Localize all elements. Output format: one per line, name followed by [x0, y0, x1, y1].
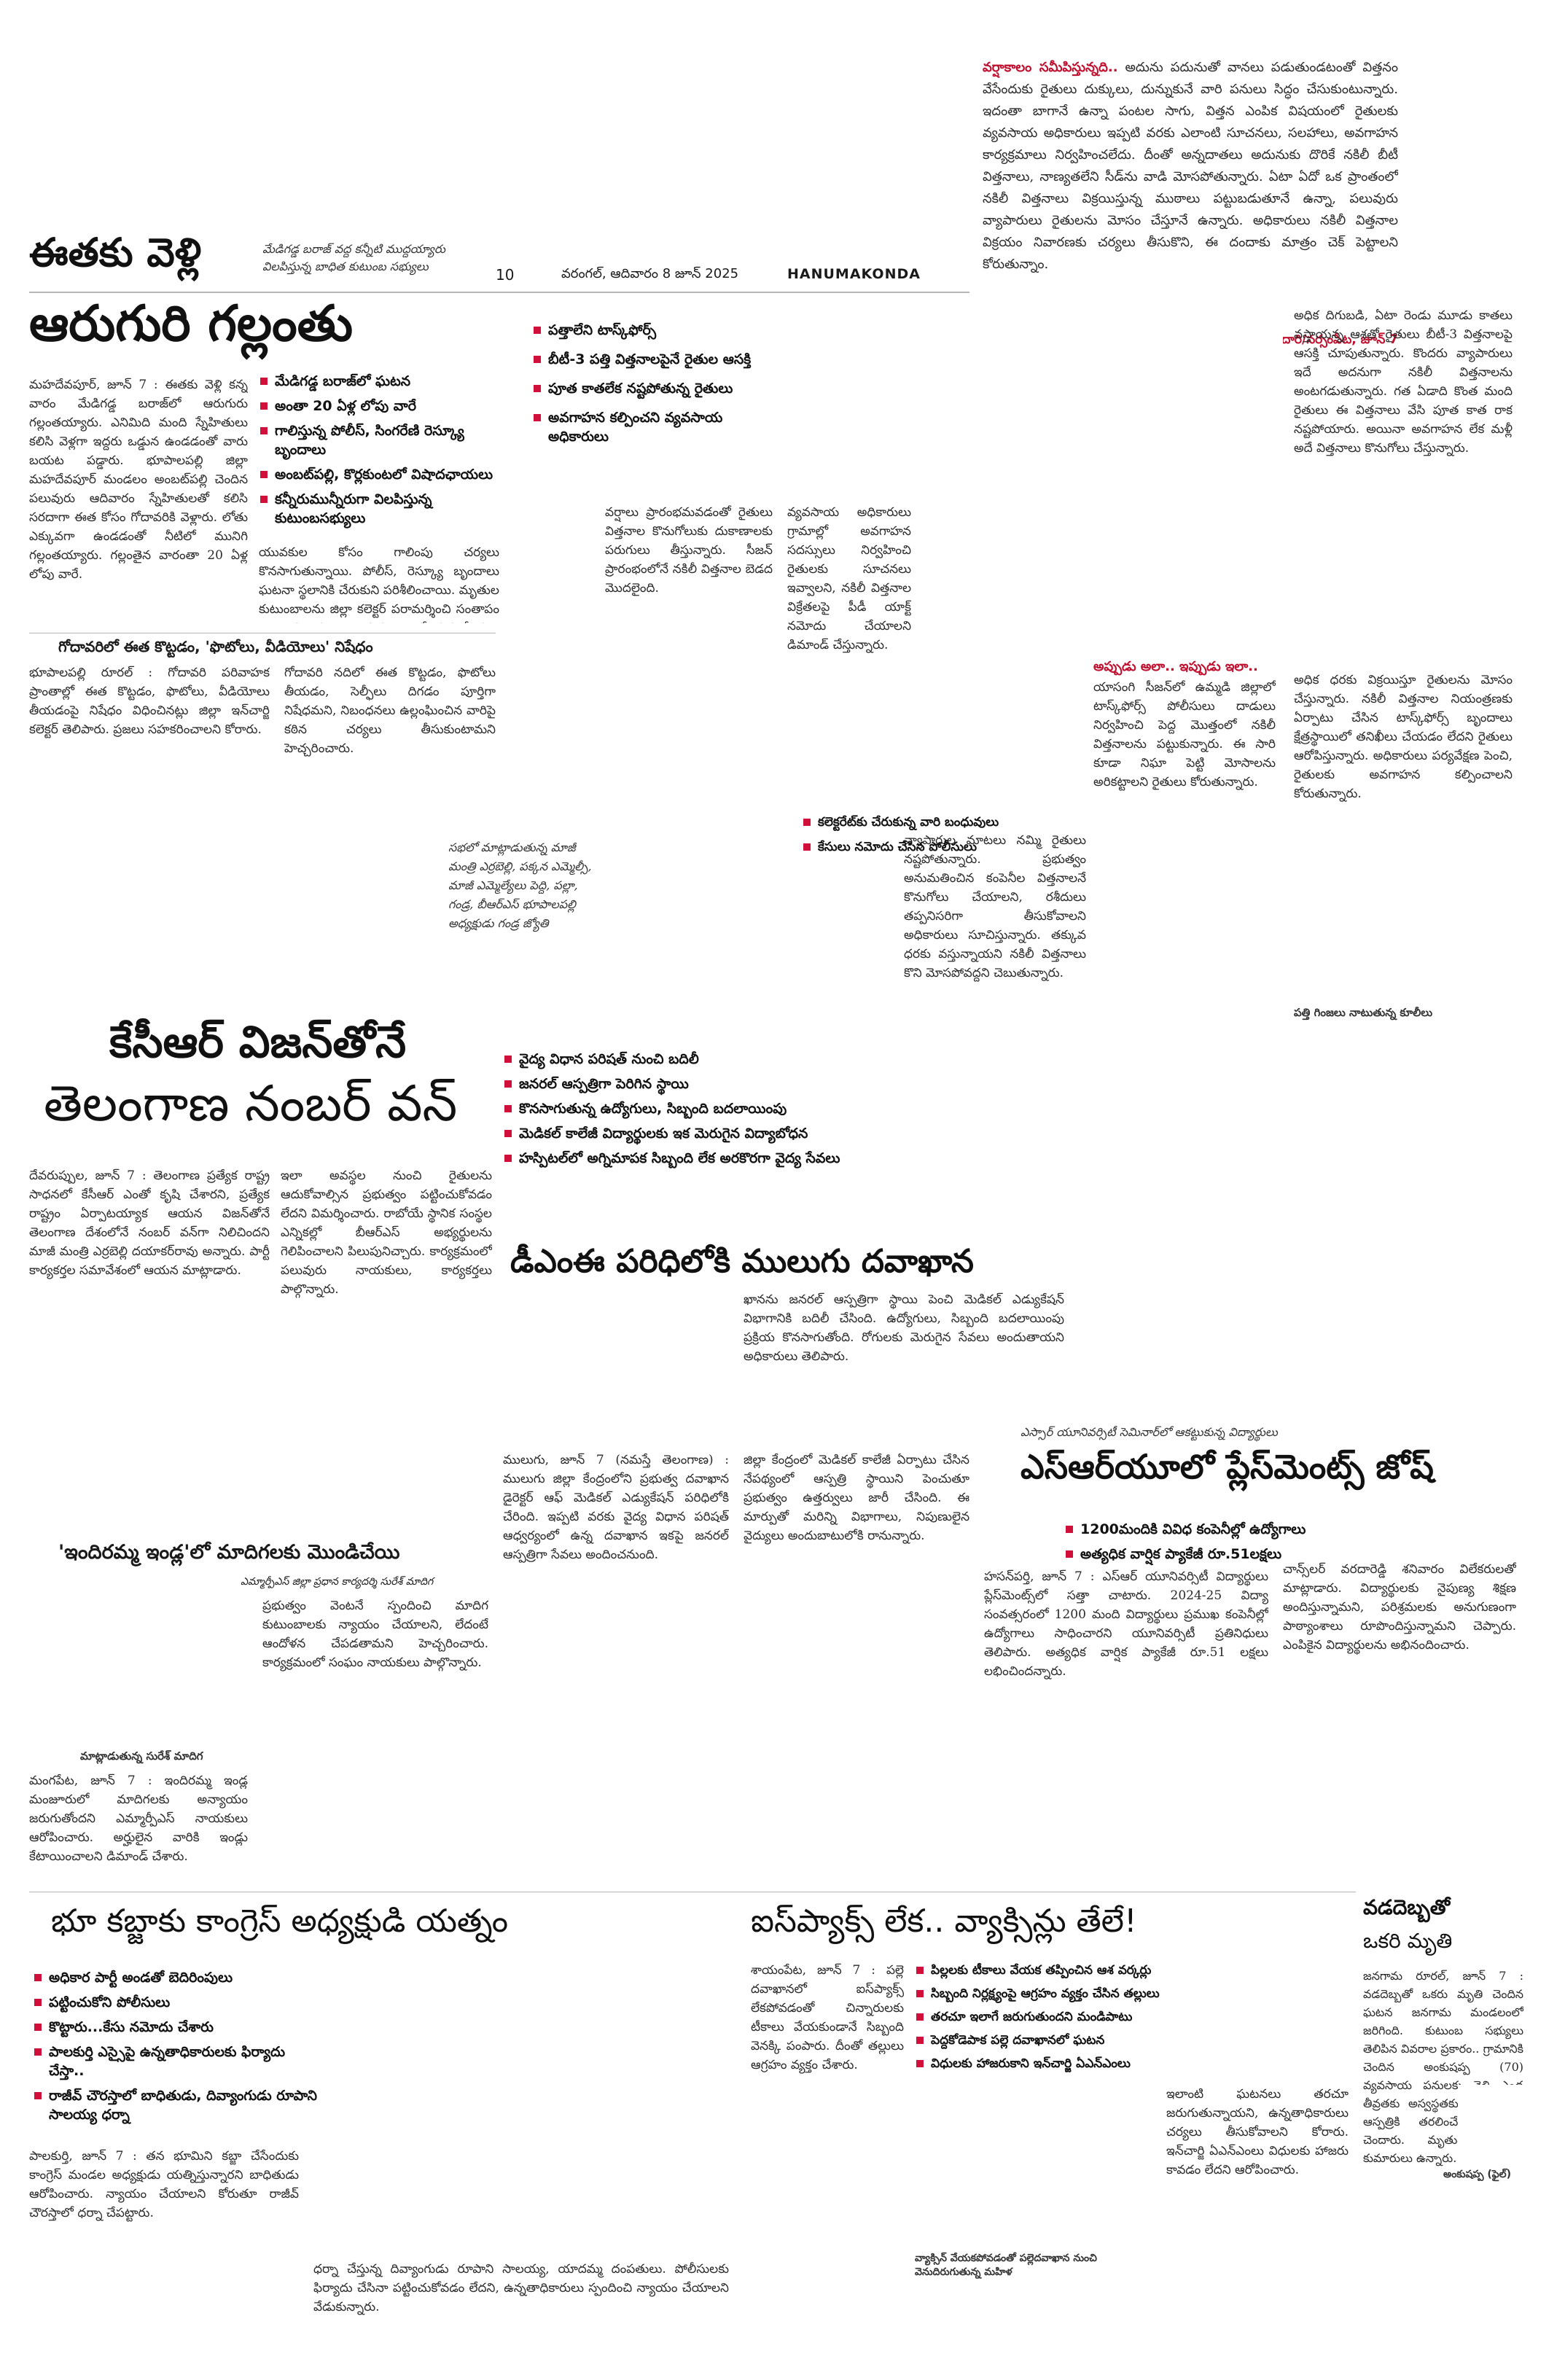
story-d-photo — [969, 1042, 1516, 1239]
story-f-photo — [29, 1593, 233, 1760]
story-g-headline: భూ కబ్జాకు కాంగ్రెస్ అధ్యక్షుడి యత్నం — [51, 1903, 509, 1940]
story-d-body-2: జిల్లా కేంద్రంలో మెడికల్ కాలేజీ ఏర్పాటు … — [744, 1453, 969, 1543]
story-b-lower-bullets: కలెక్టరేట్‌కు చేరుకున్న వారి బంధువులు కే… — [802, 813, 1093, 862]
story-h-headline: ఐస్‌ప్యాక్స్ లేక.. వ్యాక్సిన్లు తేలే! — [751, 1903, 1137, 1940]
story-b-lower-bullet: కలెక్టరేట్‌కు చేరుకున్న వారి బంధువులు — [802, 813, 1093, 832]
story-h-photo — [918, 2085, 1152, 2245]
story-h-bullet: పిల్లలకు టీకాలు వేయక తప్పించిన ఆశ వర్కర్… — [915, 1961, 1352, 1980]
story-g-photo — [328, 1968, 620, 2260]
story-c-headline-1: కేసీఆర్ విజన్‌తోనే — [109, 1017, 407, 1068]
letter-body: అదును పదునుతో వానలు పడుతుండటంతో విత్తనం … — [983, 60, 1398, 272]
story-c-headline-2: తెలంగాణ నంబర్ వన్ — [44, 1075, 458, 1133]
story-e-bullet: అత్యధిక వార్షిక ప్యాకేజీ రూ.51లక్షలు — [1064, 1545, 1502, 1564]
story-a-bullets: మేడిగడ్డ బరాజ్‌లో ఘటన అంతా 20 ఏళ్ల లోపు … — [259, 372, 499, 534]
story-f-body-2: ప్రభుత్వం వెంటనే స్పందించి మాదిగ కుటుంబా… — [262, 1599, 488, 1670]
story-d-photo-2 — [503, 1298, 729, 1443]
story-a-body-1: మహదేవపూర్, జూన్ 7 : ఈతకు వెళ్లి కన్న వార… — [29, 378, 248, 582]
story-h-body-2: ఇలాంటి ఘటనలు తరచూ జరుగుతున్నాయని, ఉన్నతా… — [1166, 2087, 1349, 2177]
story-b-box-title: అప్పుడు అలా.. ఇప్పుడు ఇలా.. — [1093, 659, 1258, 674]
story-a-bullet: అంబట్‌పల్లి, కొర్లకుంటలో విషాదఛాయలు — [259, 465, 499, 484]
story-b-bullet: పత్తాలేని టాస్క్‌ఫోర్స్ — [532, 321, 773, 340]
story-a-headline-2: ఆరుగురి గల్లంతు — [29, 295, 354, 353]
page-number: 10 — [496, 266, 515, 284]
story-d-bullet: జనరల్ ఆస్పత్రిగా పెరిగిన స్థాయి — [503, 1074, 955, 1093]
story-d-bullets: వైద్య విధాన పరిషత్ నుంచి బదిలీ జనరల్ ఆస్… — [503, 1050, 955, 1174]
story-a-body-2: యువకుల కోసం గాలింపు చర్యలు కొనసాగుతున్నా… — [259, 545, 499, 623]
story-d-bullet: మెడికల్ కాలేజీ విద్యార్థులకు ఇక మెరుగైన … — [503, 1124, 955, 1143]
story-f-caption: మాట్లాడుతున్న సురేశ్ మాదిగ — [80, 1749, 203, 1763]
story-h-bullet: సిబ్బంది నిర్లక్ష్యంపై ఆగ్రహం వ్యక్తం చే… — [915, 1984, 1352, 2003]
story-a-sub-body-2: గోదావరి నదిలో ఈత కొట్టడం, ఫొటోలు తీయడం, … — [284, 666, 496, 756]
story-h-bullet: పెద్దకోడెపాక పల్లె దవాఖానలో ఘటన — [915, 2031, 1352, 2050]
story-h-bullet: విధులకు హాజరుకాని ఇన్‌చార్జి ఏఎన్‌ఎంలు — [915, 2054, 1352, 2073]
story-i-photo — [1458, 2085, 1523, 2165]
story-e-headline: ఎస్‌ఆర్‌యూలో ప్లేస్‌మెంట్స్ జోష్ — [1021, 1447, 1434, 1486]
story-g-body-2: ధర్నా చేస్తున్న దివ్యాంగుడు రూపాని సాలయ్… — [313, 2262, 729, 2314]
story-a-sub-headline: గోదావరిలో ఈత కొట్టడం, 'ఫొటోలు, వీడియోలు'… — [58, 638, 373, 655]
story-g-bullets: అధికార పార్టీ అండతో బెదిరింపులు పట్టించు… — [33, 1968, 317, 2130]
story-b-lower-col-2: వ్యవసాయ అధికారులు గ్రామాల్లో అవగాహన సదస్… — [787, 505, 911, 652]
story-h-caption: వ్యాక్సిన్ వేయకపోవడంతో పల్లెదవాఖాన నుంచి… — [915, 2252, 1097, 2278]
letter-title: వర్షాకాలం సమీపిస్తున్నది.. — [983, 60, 1118, 75]
story-g-bullet: కొట్టారు...కేసు నమోదు చేశారు — [33, 2018, 317, 2037]
story-g-body-1: పాలకుర్తి, జూన్ 7 : తన భూమిని కబ్జా చేసే… — [29, 2149, 299, 2220]
story-b-box-body: యాసంగి సీజన్‌లో ఉమ్మడి జిల్లాలో టాస్క్‌ఫ… — [1093, 680, 1276, 789]
story-b-side-body: వ్యాపారుల మాటలు నమ్మి రైతులు నష్టపోతున్న… — [904, 833, 1086, 980]
story-a-bullet: అంతా 20 ఏళ్ల లోపు వారే — [259, 397, 499, 415]
story-e-body-1: హసన్‌పర్తి, జూన్ 7 : ఎస్‌ఆర్ యూనివర్సిటీ… — [984, 1569, 1268, 1679]
story-c-body-2: ఇలా అవస్థల నుంచి రైతులను ఆదుకోవాల్సిన ప్… — [281, 1168, 492, 1297]
story-g-bullet: అధికార పార్టీ అండతో బెదిరింపులు — [33, 1968, 317, 1987]
story-a-kicker: మేడిగడ్డ బరాజ్ వద్ద కన్నీటి ముద్దయ్యారు … — [262, 242, 445, 273]
story-b-photo — [787, 306, 1283, 488]
story-e-kicker: ఎస్సార్ యూనివర్సిటీ సెమినార్‌లో ఆకట్టుకు… — [1021, 1425, 1278, 1439]
story-e-photo — [1283, 1210, 1516, 1414]
story-d-body-3: ఖానను జనరల్ ఆస్పత్రిగా స్థాయి పెంచి మెడి… — [744, 1292, 1064, 1364]
story-c-side-caption: సభలో మాట్లాడుతున్న మాజీ మంత్రి ఎర్రబెల్ల… — [448, 840, 592, 930]
story-d-bullet: వైద్య విధాన పరిషత్ నుంచి బదిలీ — [503, 1050, 955, 1069]
story-g-bullet: పాలకుర్తి ఎస్సైపై ఉన్నతాధికారులకు ఫిర్యా… — [33, 2042, 317, 2080]
story-c-photo — [29, 798, 437, 1010]
letter-signature: - సుబేదారి/నర్సంపేట, జూన్ 7 — [1249, 332, 1398, 347]
story-b-body-col-2: అధిక ధరకు విక్రయిస్తూ రైతులను మోసం చేస్త… — [1294, 673, 1513, 801]
story-a-bullet: మేడిగడ్డ బరాజ్‌లో ఘటన — [259, 372, 499, 391]
story-i-caption: అంకుషప్ప (ఫైల్) — [1443, 2169, 1512, 2180]
story-c-body-1: దేవరుప్పుల, జూన్ 7 : తెలంగాణ ప్రత్యేక రా… — [29, 1168, 270, 1278]
story-h-bullets: పిల్లలకు టీకాలు వేయక తప్పించిన ఆశ వర్కర్… — [915, 1961, 1352, 2077]
reader-letter-box: వర్షాకాలం సమీపిస్తున్నది.. అదును పదునుతో… — [983, 57, 1398, 356]
story-d-bullet: కొనసాగుతున్న ఉద్యోగులు, సిబ్బంది బదలాయిం… — [503, 1099, 955, 1118]
story-f-body-1: మంగపేట, జూన్ 7 : ఇందిరమ్మ ఇండ్ల మంజూరులో… — [29, 1774, 248, 1864]
story-f-byline: ఎమ్మార్పీఎస్ జిల్లా ప్రధాన కార్యదర్శి సు… — [241, 1576, 434, 1588]
story-b-bullet: అవగాహన కల్పించని వ్యవసాయ అధికారులు — [532, 408, 773, 446]
story-g-bullet: పట్టించుకోని పోలీసులు — [33, 1993, 317, 2012]
story-a-sub-body-1: భూపాలపల్లి రూరల్ : గోదావరి పరివాహక ప్రాం… — [29, 666, 270, 737]
story-h-bullet: తరచూ ఇలాగే జరుగుతుందని మండిపాటు — [915, 2008, 1352, 2026]
story-e-bullet: 1200మందికి వివిధ కంపెనీల్లో ఉద్యోగాలు — [1064, 1520, 1502, 1539]
story-d-body-1: ములుగు, జూన్ 7 (నమస్తే తెలంగాణ) : ములుగు… — [503, 1453, 729, 1562]
reader-letter: వర్షాకాలం సమీపిస్తున్నది.. అదును పదునుతో… — [983, 57, 1398, 327]
story-a-bullet: కన్నీరుమున్నీరుగా విలపిస్తున్న కుటుంబసభ్… — [259, 490, 499, 528]
story-d-headline: డీఎంఈ పరిధిలోకి ములుగు దవాఖాన — [510, 1243, 974, 1280]
story-a-bullet: గాలిస్తున్న పోలీస్, సింగరేణి రెస్క్యూ బృ… — [259, 421, 499, 459]
story-h-body-1: శాయంపేట, జూన్ 7 : పల్లె దవాఖానలో ఐస్‌ప్య… — [751, 1963, 904, 2072]
story-b-bullets: పత్తాలేని టాస్క్‌ఫోర్స్ బీటీ-3 పత్తి విత… — [532, 321, 773, 452]
story-a-headline-1: ఈతకు వెళ్లి — [29, 230, 202, 276]
story-f-headline: 'ఇందిరమ్మ ఇండ్ల'లో మాదిగలకు మొండిచేయి — [58, 1541, 400, 1564]
story-b-lower-col-1: వర్షాలు ప్రారంభమవడంతో రైతులు విత్తనాల కొ… — [605, 505, 773, 596]
story-g-bullet: రాజీవ్ చౌరస్తాలో బాధితుడు, దివ్యాంగుడు ర… — [33, 2086, 317, 2124]
page-masthead: 10 వరంగల్, ఆదివారం 8 జూన్ 2025 HANUMAKON… — [481, 266, 977, 288]
story-e-bullets: 1200మందికి వివిధ కంపెనీల్లో ఉద్యోగాలు అత… — [1064, 1520, 1502, 1569]
story-b-body-col-1: అధిక దిగుబడి, ఏటా రెండు మూడు కాతలు వస్తా… — [1294, 308, 1513, 456]
story-i-headline-2: ఒకరి మృతి — [1363, 1929, 1453, 1953]
masthead-rule — [29, 292, 969, 293]
dateline: వరంగల్, ఆదివారం 8 జూన్ 2025 — [561, 266, 739, 281]
story-i-headline-1: వడదెబ్బతో — [1363, 1895, 1451, 1919]
story-d-bullet: హస్పిటల్‌లో అగ్నిమాపక సిబ్బంది లేక అరకొర… — [503, 1149, 955, 1168]
story-b-box: అప్పుడు అలా.. ఇప్పుడు ఇలా.. యాసంగి సీజన్… — [1093, 656, 1276, 1035]
story-e-body-2: చాన్స్‌లర్ వరదారెడ్డి శనివారం విలేకరులతో… — [1283, 1562, 1516, 1653]
section-name: HANUMAKONDA — [787, 266, 921, 282]
story-b-bullet: పూత కాతలేక నష్టపోతున్న రైతులు — [532, 379, 773, 398]
story-b-side-caption: పత్తి గింజలు నాటుతున్న కూలీలు — [1294, 1006, 1433, 1019]
story-b-lower-bullet: కేసులు నమోదు చేసిన పోలీసులు — [802, 838, 1093, 857]
story-b-bullet: బీటీ-3 పత్తి విత్తనాలపైనే రైతుల ఆసక్తి — [532, 350, 773, 369]
